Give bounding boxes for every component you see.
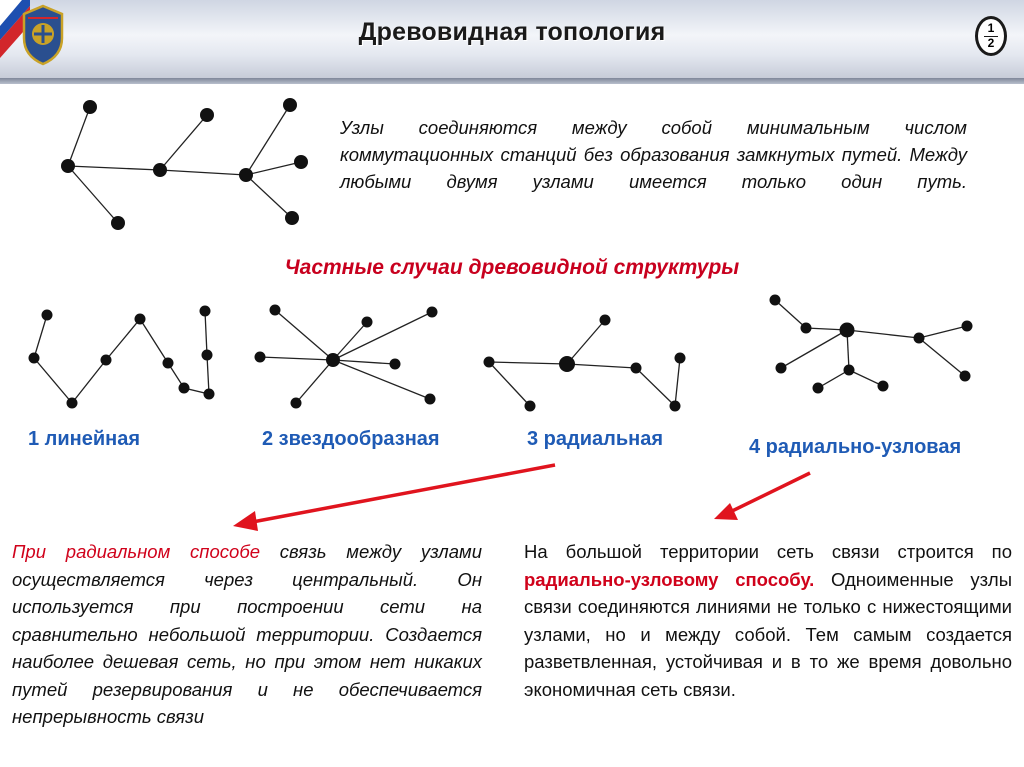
subheading: Частные случаи древовидной структуры <box>284 256 740 279</box>
label-radial-nodal: 4 радиально-узловая <box>749 436 962 458</box>
page-title: Древовидная топология <box>358 18 666 46</box>
radial-method-highlight: При радиальном способе <box>12 541 261 562</box>
flag-stripes-icon <box>0 0 30 58</box>
red-arrow-icon <box>714 471 811 520</box>
label-star: 2 звездообразная <box>262 428 440 450</box>
badge-bottom: 2 <box>984 36 998 50</box>
page-number-badge: 1 2 <box>975 16 1007 56</box>
tree-nodes <box>61 98 308 230</box>
radial-method-rest: связь между узлами осуществляется через … <box>12 541 483 727</box>
radial-nodal-after: Одноименные узлы связи соединяются линия… <box>524 568 1012 700</box>
emblem-icon <box>22 4 64 66</box>
header-bar <box>0 0 1024 78</box>
radial-nodal-topology-diagram <box>769 294 973 394</box>
badge-top: 1 <box>987 21 995 35</box>
star-topology-diagram <box>254 304 438 409</box>
header-divider <box>0 78 1024 84</box>
label-radial: 3 радиальная <box>527 428 664 450</box>
radial-nodal-method-text: На большой территории сеть связи строитс… <box>524 538 1012 703</box>
label-linear: 1 линейная <box>28 428 141 450</box>
linear-topology-diagram <box>28 305 215 409</box>
radial-topology-diagram <box>483 314 686 412</box>
tree-edges <box>67 104 302 224</box>
radial-nodal-highlight: радиально-узловому способу. <box>524 568 815 590</box>
radial-method-text: При радиальном способе связь между узлам… <box>12 538 482 731</box>
red-arrow-icon <box>233 463 556 531</box>
radial-nodal-before: На большой территории сеть связи строитс… <box>524 541 1012 562</box>
tree-topology-diagram <box>61 98 308 230</box>
intro-paragraph: Узлы соединяются между собой минимальным… <box>340 117 967 192</box>
